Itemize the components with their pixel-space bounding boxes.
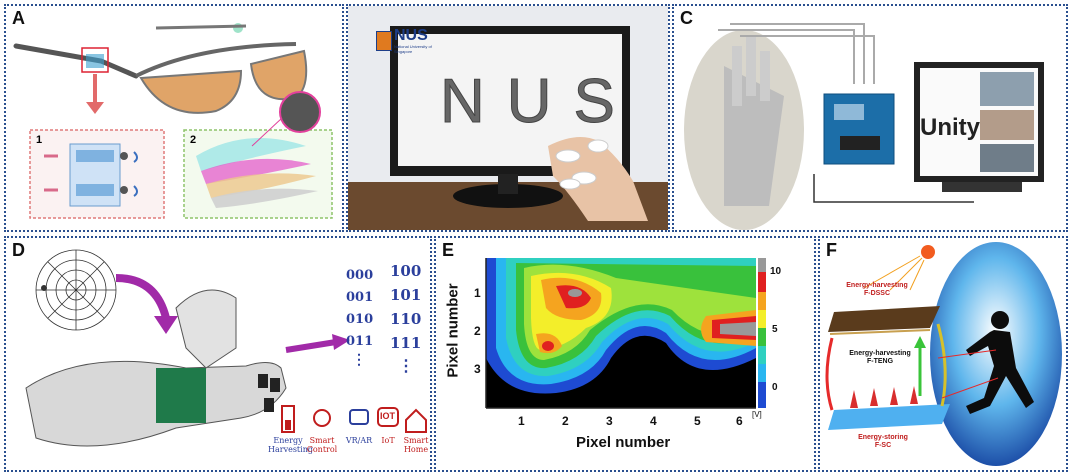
x-tick: 3 [606, 414, 613, 428]
colorbar-unit: [V] [752, 410, 762, 419]
nus-logo-text: NUS [394, 27, 428, 44]
unity-label: Unity [920, 114, 980, 141]
nus-logo-subtitle: National University of Singapore [394, 44, 432, 54]
label-f-teng: Energy-harvesting F-TENG [849, 350, 911, 365]
x-tick: 2 [562, 414, 569, 428]
box-2-number: 2 [190, 134, 197, 146]
y-tick: 3 [474, 362, 481, 376]
x-tick: 4 [650, 414, 657, 428]
colorbar-tick: 10 [770, 266, 782, 277]
energy-system-illustration [825, 242, 1062, 466]
label-f-dssc: Energy-harvesting F-DSSC [846, 282, 908, 297]
panel-d: D 000 001 010 011 ⋮ [4, 236, 432, 472]
panel-label-e: E [442, 240, 455, 260]
app-caption-iot: IoT [381, 436, 395, 445]
binary-code: 011 [346, 334, 374, 349]
x-axis-label: Pixel number [576, 434, 671, 451]
y-axis-label: Pixel number [444, 283, 462, 378]
screen-drawn-text: NUS [440, 67, 637, 137]
glove-arduino-unity-illustration [684, 23, 1044, 230]
smart-glasses-illustration [13, 23, 333, 219]
binary-code: 111 [390, 334, 422, 352]
binary-code: 101 [390, 286, 422, 304]
app-caption-vr-ar: VR/AR [345, 436, 373, 445]
pressure-contour-map [485, 258, 766, 409]
panel-c: C Unity [672, 4, 1068, 232]
binary-code: 010 [346, 312, 374, 327]
binary-ellipsis: ⋮ [398, 356, 414, 375]
label-f-sc: Energy-storing F-SC [858, 434, 908, 449]
x-tick: 1 [518, 414, 525, 428]
panel-b: B NUS National University of Singapore N… [346, 4, 670, 232]
colorbar-tick: 0 [772, 382, 778, 393]
nus-logo: NUS National University of Singapore [376, 28, 444, 54]
y-tick: 1 [474, 286, 481, 300]
y-tick: 2 [474, 324, 481, 338]
panel-label-a: A [12, 8, 25, 28]
iot-icon: IOT [380, 411, 395, 421]
binary-code: 000 [346, 268, 374, 283]
binary-code: 110 [390, 310, 422, 328]
panel-label-c: C [680, 8, 693, 28]
nus-crest-icon [376, 31, 392, 51]
box-1-number: 1 [36, 134, 43, 146]
monitor-photo [348, 6, 668, 230]
colorbar-tick: 5 [772, 324, 778, 335]
wrist-sensor-illustration [25, 249, 427, 447]
x-tick: 5 [694, 414, 701, 428]
panel-label-f: F [826, 240, 837, 260]
binary-code: 100 [390, 262, 422, 280]
x-tick: 6 [736, 414, 743, 428]
binary-ellipsis: ⋮ [352, 352, 366, 368]
panel-f: F Energy [818, 236, 1068, 472]
binary-code: 001 [346, 290, 374, 305]
panel-a: A 1 2 [4, 4, 344, 232]
panel-label-d: D [12, 240, 25, 260]
panel-e: E 1 2 3 4 5 6 1 2 3 Pixel number Pixe [434, 236, 816, 472]
